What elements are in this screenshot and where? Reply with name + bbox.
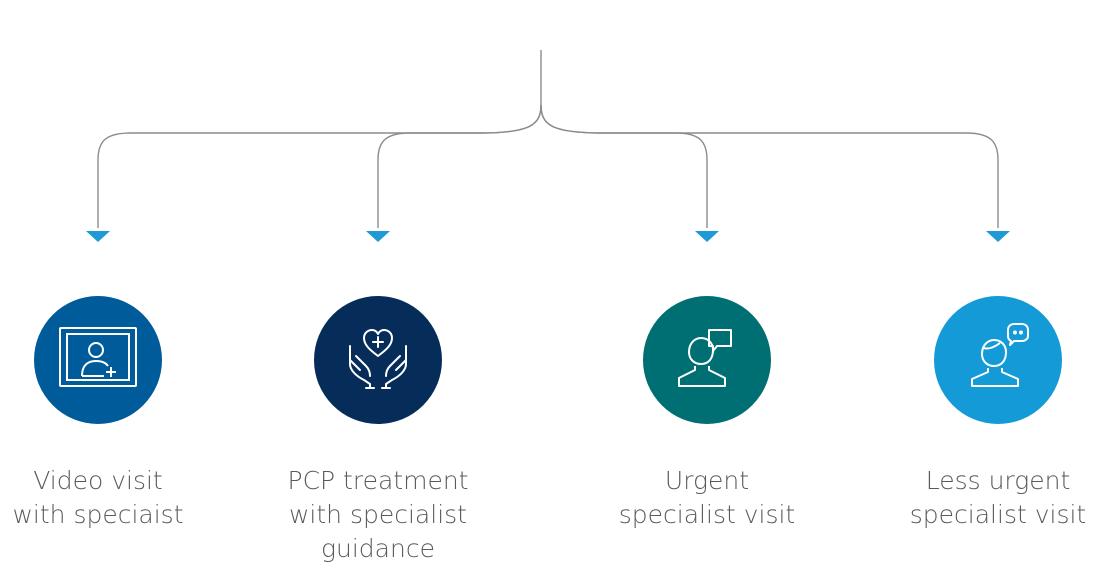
option-video-visit: Video visit with speciaist [0, 296, 218, 532]
option-label: Video visit with speciaist [12, 466, 184, 529]
caring-hands-heart-icon [336, 316, 420, 404]
urgent-visit-circle [643, 296, 771, 424]
connector-branch-less-urgent-visit [540, 104, 999, 228]
person-speech-bubble-icon [665, 316, 749, 404]
less-urgent-visit-circle [934, 296, 1062, 424]
option-label: Less urgent specialist visit [909, 466, 1087, 529]
video-visit-icon [56, 316, 140, 404]
arrowhead-pcp-treatment [366, 231, 390, 242]
connector-branch-video-visit [97, 104, 542, 228]
pcp-treatment-circle [314, 296, 442, 424]
connector-branch-urgent-visit [540, 104, 708, 228]
arrowhead-video-visit [86, 231, 110, 242]
person-chat-bubble-icon [956, 316, 1040, 404]
option-less-urgent-visit: Less urgent specialist visit [878, 296, 1105, 532]
option-pcp-treatment: PCP treatment with specialist guidance [258, 296, 498, 566]
option-label: PCP treatment with specialist guidance [287, 466, 469, 563]
option-label: Urgent specialist visit [618, 466, 796, 529]
arrowhead-less-urgent-visit [986, 231, 1010, 242]
video-visit-circle [34, 296, 162, 424]
arrowhead-urgent-visit [695, 231, 719, 242]
connector-branch-pcp-treatment [377, 104, 542, 228]
option-urgent-visit: Urgent specialist visit [587, 296, 827, 532]
